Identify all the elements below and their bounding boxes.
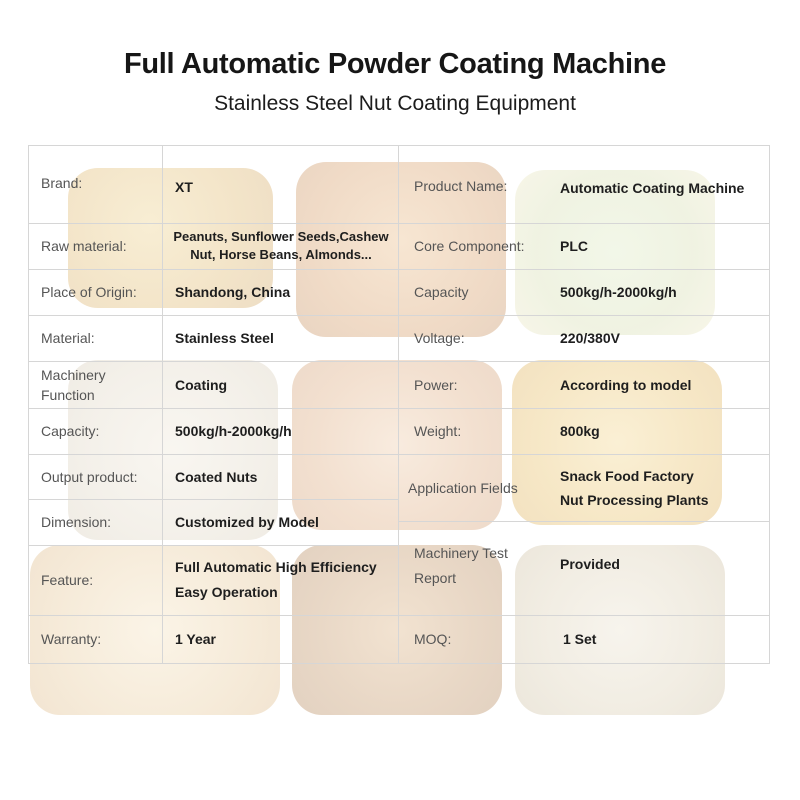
grid-line	[28, 454, 399, 455]
nut-photo-background	[292, 545, 502, 715]
moq-value: 1 Set	[563, 631, 597, 647]
brand-label: Brand:	[41, 175, 83, 191]
machinery-test-report-label: Machinery Test Report	[414, 521, 554, 615]
nut-photo-background	[296, 162, 506, 337]
nut-photo-background	[68, 168, 273, 308]
core-component-label: Core Component:	[414, 238, 525, 254]
machinery-function-value: Coating	[175, 376, 228, 393]
application-fields-value: Snack Food Factory Nut Processing Plants	[560, 454, 765, 521]
place-of-origin-value: Shandong, China	[175, 284, 291, 300]
feature-label: Feature:	[41, 572, 94, 588]
nut-photo-background	[30, 545, 280, 715]
dimension-label: Dimension:	[41, 514, 112, 530]
weight-value: 800kg	[560, 423, 600, 439]
page-subtitle: Stainless Steel Nut Coating Equipment	[214, 92, 576, 115]
grid-line	[28, 146, 29, 663]
spec-table: Brand: XT Raw material: Peanuts, Sunflow…	[28, 145, 770, 664]
power-value: According to model	[560, 376, 692, 393]
warranty-label: Warranty:	[41, 631, 102, 647]
grid-line	[28, 315, 399, 316]
nut-photo-background	[512, 360, 722, 525]
grid-line	[398, 615, 770, 616]
grid-line	[28, 615, 399, 616]
machinery-test-report-label-line: Machinery Test	[414, 545, 508, 561]
dimension-value: Customized by Model	[175, 514, 319, 530]
machinery-test-report-label-line: Report	[414, 570, 457, 586]
capacity-right-label: Capacity	[414, 284, 469, 300]
product-name-value: Automatic Coating Machine	[560, 180, 745, 196]
grid-line	[28, 499, 399, 500]
application-fields-line: Nut Processing Plants	[560, 491, 709, 508]
grid-line	[398, 223, 770, 224]
output-product-value: Coated Nuts	[175, 468, 258, 485]
grid-line	[398, 269, 770, 270]
grid-line	[398, 146, 399, 663]
grid-line	[398, 408, 770, 409]
feature-value: Full Automatic High Efficiency Easy Oper…	[175, 545, 397, 615]
machinery-function-label: Machinery Function	[41, 366, 106, 403]
application-fields-label: Application Fields	[408, 479, 518, 496]
raw-material-value: Peanuts, Sunflower Seeds,Cashew Nut, Hor…	[173, 229, 389, 262]
feature-value-line: Easy Operation	[175, 584, 278, 600]
moq-label: MOQ:	[414, 631, 452, 647]
grid-line	[398, 454, 770, 455]
place-of-origin-label: Place of Origin:	[41, 284, 137, 300]
weight-label: Weight:	[414, 423, 462, 439]
voltage-value: 220/380V	[560, 330, 620, 346]
nut-photo-background	[68, 360, 278, 540]
nut-photo-background	[515, 170, 715, 335]
material-label: Material:	[41, 330, 95, 346]
grid-line	[769, 146, 770, 663]
power-label: Power:	[414, 376, 458, 393]
output-product-label: Output product:	[41, 468, 138, 485]
raw-material-label: Raw material:	[41, 238, 127, 254]
feature-value-line: Full Automatic High Efficiency	[175, 559, 377, 575]
grid-line	[28, 408, 399, 409]
machinery-test-report-value: Provided	[560, 556, 620, 572]
capacity-label: Capacity:	[41, 423, 100, 439]
grid-line	[28, 545, 399, 546]
grid-line	[162, 146, 163, 663]
application-fields-line: Snack Food Factory	[560, 467, 694, 484]
grid-line	[398, 521, 770, 522]
capacity-right-value: 500kg/h-2000kg/h	[560, 284, 677, 300]
material-value: Stainless Steel	[175, 330, 274, 346]
warranty-value: 1 Year	[175, 631, 217, 647]
core-component-value: PLC	[560, 238, 588, 254]
page-title: Full Automatic Powder Coating Machine	[123, 48, 667, 80]
grid-line	[28, 223, 399, 224]
nut-photo-background	[515, 545, 725, 715]
grid-line	[398, 315, 770, 316]
capacity-value: 500kg/h-2000kg/h	[175, 423, 292, 439]
nut-photo-background	[292, 360, 502, 530]
product-name-label: Product Name:	[414, 178, 508, 194]
grid-line	[28, 361, 399, 362]
voltage-label: Voltage:	[414, 330, 465, 346]
brand-value: XT	[175, 179, 193, 195]
grid-line	[398, 361, 770, 362]
grid-line	[28, 269, 399, 270]
